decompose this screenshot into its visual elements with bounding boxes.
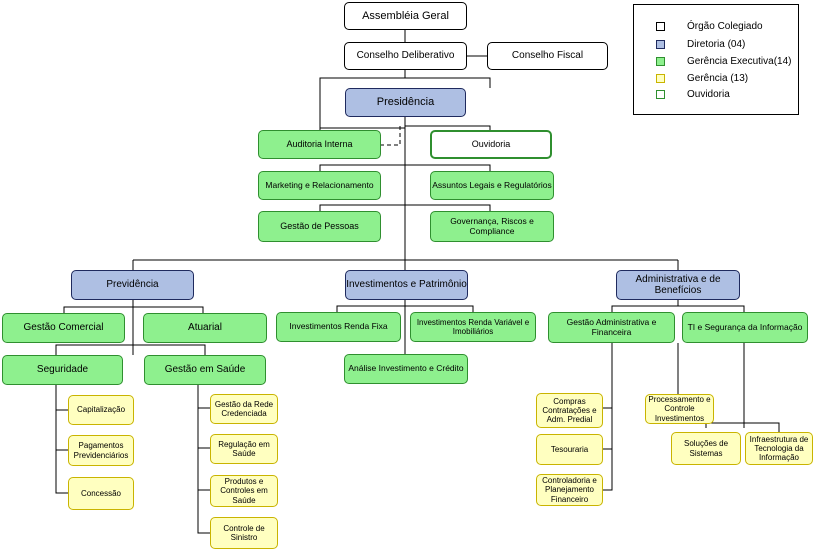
node-gestao-saude: Gestão em Saúde xyxy=(144,355,266,385)
legend-swatch xyxy=(656,90,665,99)
legend-label: Diretoria (04) xyxy=(687,39,746,50)
node-gestao-adm-financeira: Gestão Administrativa e Financeira xyxy=(548,312,675,343)
node-pagamentos-previdenciarios: Pagamentos Previdenciários xyxy=(68,435,134,466)
node-solucoes-sistemas: Soluções de Sistemas xyxy=(671,432,741,465)
node-regulacao-saude: Regulação em Saúde xyxy=(210,434,278,464)
node-gestao-rede: Gestão da Rede Credenciada xyxy=(210,394,278,424)
legend-swatch xyxy=(656,40,665,49)
node-presidencia: Presidência xyxy=(345,88,466,117)
node-capitalizacao: Capitalização xyxy=(68,395,134,425)
node-conselho-deliberativo: Conselho Deliberativo xyxy=(344,42,467,70)
node-ti-seguranca: TI e Segurança da Informação xyxy=(682,312,808,343)
legend-label: Órgão Colegiado xyxy=(687,21,763,32)
node-assembleia-geral: Assembléia Geral xyxy=(344,2,467,30)
node-concessao: Concessão xyxy=(68,477,134,510)
node-ouvidoria: Ouvidoria xyxy=(430,130,552,159)
legend-label: Ouvidoria xyxy=(687,89,730,100)
node-gestao-pessoas: Gestão de Pessoas xyxy=(258,211,381,242)
node-produtos-controles: Produtos e Controles em Saúde xyxy=(210,475,278,507)
node-marketing: Marketing e Relacionamento xyxy=(258,171,381,200)
node-processamento-controle: Processamento e Controle Investimentos xyxy=(645,394,714,424)
node-compras: Compras Contratações e Adm. Predial xyxy=(536,393,603,428)
node-atuarial: Atuarial xyxy=(143,313,267,343)
legend-swatch xyxy=(656,57,665,66)
node-infraestrutura-ti: Infraestrutura de Tecnologia da Informaç… xyxy=(745,432,813,465)
node-assuntos-legais: Assuntos Legais e Regulatórios xyxy=(430,171,554,200)
node-tesouraria: Tesouraria xyxy=(536,434,603,465)
node-conselho-fiscal: Conselho Fiscal xyxy=(487,42,608,70)
node-governanca: Governança, Riscos e Compliance xyxy=(430,211,554,242)
node-seguridade: Seguridade xyxy=(2,355,123,385)
legend: Órgão Colegiado Diretoria (04) Gerência … xyxy=(633,4,799,115)
legend-item-orgao-colegiado: Órgão Colegiado xyxy=(656,21,763,32)
node-analise-credito: Análise Investimento e Crédito xyxy=(344,354,468,384)
node-administrativa-beneficios: Administrativa e de Benefícios xyxy=(616,270,740,300)
node-renda-fixa: Investimentos Renda Fixa xyxy=(276,312,401,342)
node-controle-sinistro: Controle de Sinistro xyxy=(210,517,278,549)
legend-item-ouvidoria: Ouvidoria xyxy=(656,89,730,100)
legend-swatch xyxy=(656,74,665,83)
node-gestao-comercial: Gestão Comercial xyxy=(2,313,125,343)
node-renda-variavel: Investimentos Renda Variável e Imobiliár… xyxy=(410,312,536,342)
legend-item-gerencia-executiva: Gerência Executiva(14) xyxy=(656,56,792,67)
node-previdencia: Previdência xyxy=(71,270,194,300)
legend-label: Gerência Executiva(14) xyxy=(687,56,792,67)
node-auditoria-interna: Auditoria Interna xyxy=(258,130,381,159)
legend-item-gerencia: Gerência (13) xyxy=(656,73,748,84)
legend-item-diretoria: Diretoria (04) xyxy=(656,39,745,50)
legend-swatch xyxy=(656,22,665,31)
node-controladoria: Controladoria e Planejamento Financeiro xyxy=(536,474,603,506)
legend-label: Gerência (13) xyxy=(687,73,749,84)
node-investimentos-patrimonio: Investimentos e Patrimônio xyxy=(345,270,468,300)
